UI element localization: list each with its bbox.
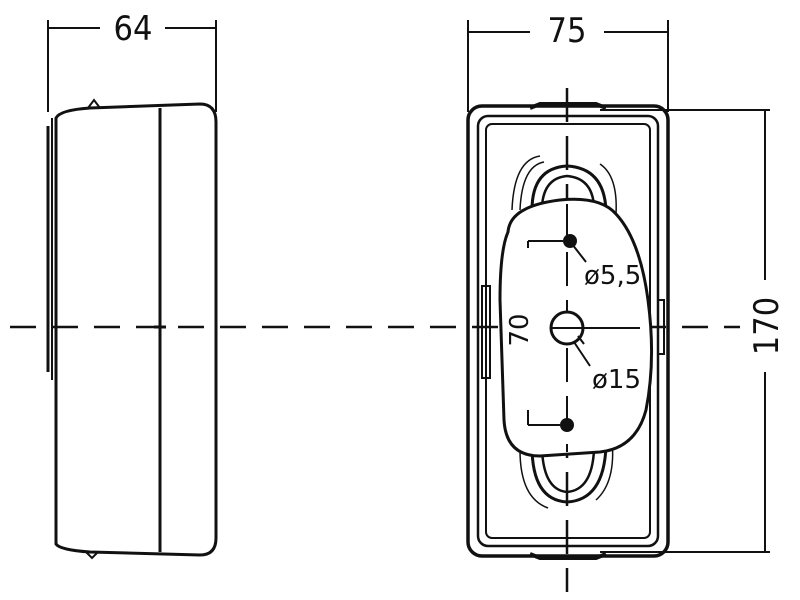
upper-mounting-hole [527, 234, 587, 263]
front-frame [466, 102, 670, 560]
center-hole-diameter-label: ø15 [592, 365, 641, 395]
front-height-dimension: 170 [600, 109, 787, 553]
hole-spacing-label: 70 [505, 313, 535, 346]
front-width-dimension: 75 [467, 11, 669, 112]
center-hole [549, 310, 640, 367]
front-width-label: 75 [548, 11, 587, 51]
upper-socket [511, 155, 617, 215]
side-width-label: 64 [114, 9, 153, 49]
side-width-dimension: 64 [47, 9, 217, 112]
small-hole-diameter-label: ø5,5 [584, 261, 641, 291]
side-view: 64 [46, 9, 218, 560]
side-body [46, 98, 218, 560]
front-view: 75 170 [466, 11, 787, 592]
lower-mounting-hole [527, 410, 574, 432]
front-height-label: 170 [747, 297, 787, 355]
